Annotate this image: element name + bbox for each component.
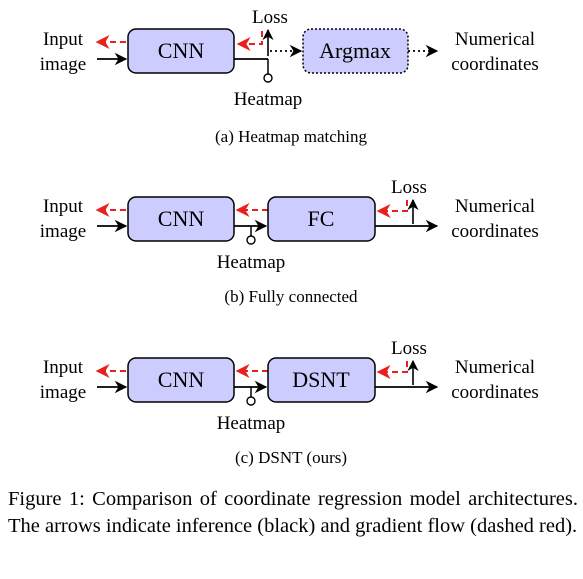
fc-box-b: [267, 196, 376, 242]
output-label-a-1: Numerical: [455, 29, 535, 50]
cnn-box-c: [127, 357, 235, 403]
heatmap-node-a: [263, 73, 273, 83]
output-label-b-2: coordinates: [451, 221, 539, 242]
dsnt-box-c: [267, 357, 376, 403]
cnn-label-a: CNN: [158, 38, 205, 63]
figure-caption: Figure 1: Comparison of coordinate regre…: [8, 488, 578, 537]
panel-a: Input image CNN Heatmap Loss Argmax Nume…: [40, 7, 539, 146]
loss-label-c: Loss: [391, 338, 427, 359]
input-label-c-2: image: [40, 382, 86, 403]
output-label-b-1: Numerical: [455, 196, 535, 217]
input-label-a-1: Input: [43, 29, 84, 50]
cnn-box-a: [127, 28, 235, 74]
caption-c: (c) DSNT (ours): [235, 448, 347, 467]
input-label-c-1: Input: [43, 357, 84, 378]
dsnt-label-c: DSNT: [292, 367, 350, 392]
input-label-b-1: Input: [43, 196, 84, 217]
input-label-a-2: image: [40, 54, 86, 75]
output-label-a-2: coordinates: [451, 54, 539, 75]
argmax-box-a: [302, 28, 409, 74]
fc-label-b: FC: [308, 206, 335, 231]
heatmap-label-c: Heatmap: [217, 413, 286, 434]
heatmap-node-b: [246, 235, 256, 245]
output-label-c-1: Numerical: [455, 357, 535, 378]
heatmap-node-c: [246, 396, 256, 406]
gradient-arrow-a-loss: [236, 31, 263, 51]
heatmap-label-b: Heatmap: [217, 252, 286, 273]
cnn-box-b: [127, 196, 235, 242]
gradient-arrow-b-loss: [376, 200, 408, 218]
heatmap-label-a: Heatmap: [234, 89, 303, 110]
input-label-b-2: image: [40, 221, 86, 242]
output-label-c-2: coordinates: [451, 382, 539, 403]
gradient-arrow-c-loss: [376, 361, 408, 379]
caption-b: (b) Fully connected: [224, 287, 358, 306]
loss-label-b: Loss: [391, 177, 427, 198]
panel-c: Input image CNN Heatmap DSNT Loss Numeri…: [40, 338, 539, 467]
caption-a: (a) Heatmap matching: [215, 127, 367, 146]
argmax-label-a: Argmax: [319, 38, 391, 63]
cnn-label-c: CNN: [158, 367, 205, 392]
loss-label-a: Loss: [252, 7, 288, 28]
panel-b: Input image CNN Heatmap FC Loss Numerica…: [40, 177, 539, 306]
cnn-label-b: CNN: [158, 206, 205, 231]
